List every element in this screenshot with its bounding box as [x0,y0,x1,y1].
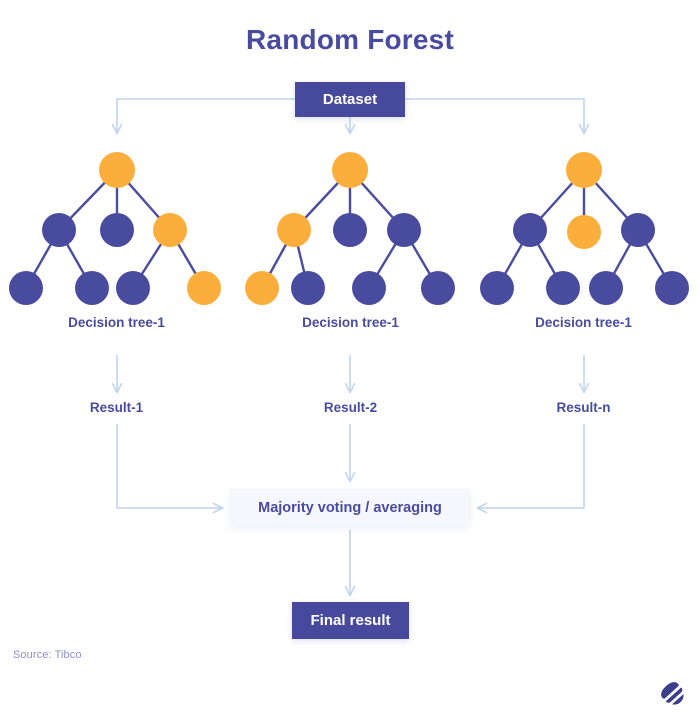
source-note: Source: Tibco [13,649,82,661]
tree-2-leaf-node-4 [421,271,455,305]
tree-1-level2-node-3 [153,213,187,247]
tree-1-leaf-node-1 [9,271,43,305]
tree-1-level2-node-2 [100,213,134,247]
result-label-3: Result-n [556,400,611,415]
tree-3-level2-node-3 [621,213,655,247]
tibco-logo-icon [661,682,684,705]
decision-tree-3-graphic [480,152,689,305]
tree-3-leaf-node-3 [589,271,623,305]
tree-3-level2-node-1 [513,213,547,247]
tree-1-leaf-node-2 [75,271,109,305]
connector-result-n-to-voting [476,424,585,514]
tree-2-leaf-node-3 [352,271,386,305]
tree-3-leaf-node-4 [655,271,689,305]
tree-2-root-node [332,152,368,188]
connector-trees-to-results [111,355,590,394]
connector-results-to-voting [116,424,585,514]
tree-3-leaf-node-1 [480,271,514,305]
connector-result-1-to-voting [116,424,224,514]
connector-dataset-to-trees [111,98,590,135]
dataset-box[interactable]: Dataset [295,82,405,117]
tree-1-leaf-node-3 [116,271,150,305]
tree-1-root-node [99,152,135,188]
tree-3-root-node [566,152,602,188]
tree-label-1: Decision tree-1 [68,315,165,330]
tree-2-leaf-node-1 [245,271,279,305]
tree-2-level2-node-3 [387,213,421,247]
tree-2-level2-node-1 [277,213,311,247]
tree-2-leaf-node-2 [291,271,325,305]
tree-1-leaf-node-4 [187,271,221,305]
decision-tree-2-graphic [245,152,455,305]
tree-1-level2-node-1 [42,213,76,247]
majority-voting-box[interactable]: Majority voting / averaging [230,489,470,526]
tree-3-leaf-node-2 [546,271,580,305]
result-label-2: Result-2 [323,400,378,415]
tree-label-3: Decision tree-1 [535,315,632,330]
tree-3-level2-node-2 [567,215,601,249]
tree-label-2: Decision tree-1 [302,315,399,330]
page-title: Random Forest [246,24,454,55]
result-label-1: Result-1 [89,400,144,415]
tree-2-level2-node-2 [333,213,367,247]
decision-tree-1-graphic [9,152,221,305]
final-result-box[interactable]: Final result [292,602,409,639]
